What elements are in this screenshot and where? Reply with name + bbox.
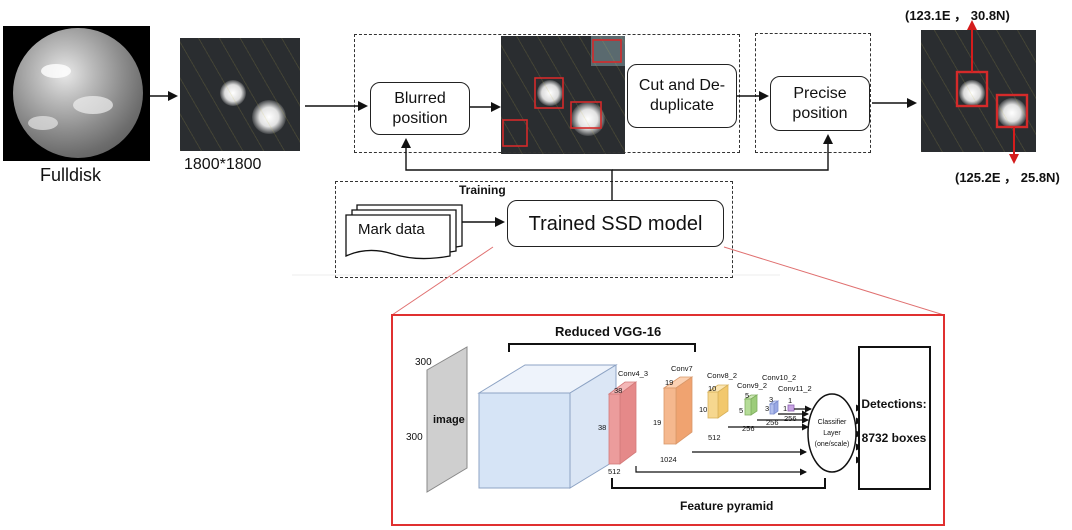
satellite-crop-image (180, 38, 300, 151)
classifier-line1: Classifier (818, 419, 847, 426)
conv-layer-labels: Conv4_3 38 38 512 Conv7 19 19 1024 Conv8… (598, 364, 812, 476)
conv10-2-name: Conv10_2 (762, 373, 796, 382)
conv8-2-side: 10 (699, 405, 707, 414)
conv8-2-depth: 512 (708, 433, 721, 442)
size-label: 1800*1800 (184, 156, 262, 173)
training-label: Training (459, 183, 506, 197)
coord-bottom-label: (125.2E ， 25.8N) (955, 170, 1060, 185)
conv7-block (662, 376, 694, 445)
vgg-bracket (508, 343, 696, 352)
feature-pyramid-bracket (611, 478, 826, 489)
classifier-text: Classifier Layer (one/scale) (815, 419, 850, 448)
cut-deduplicate-box: Cut and De-duplicate (627, 64, 737, 128)
zoom-line-left (391, 246, 494, 316)
conv9-2-name: Conv9_2 (737, 381, 767, 390)
conv9-2-depth: 256 (742, 424, 755, 433)
feature-pyramid-label: Feature pyramid (680, 499, 773, 513)
image-size-left: 300 (406, 432, 423, 443)
conv7-depth: 1024 (660, 455, 677, 464)
blurred-position-box: Blurred position (370, 82, 470, 135)
conv9-2-block (743, 394, 759, 416)
training-group (335, 181, 733, 278)
conv11-2-depth: 256 (784, 414, 797, 423)
conv10-2-block (768, 400, 780, 415)
conv11-2-top: 1 (788, 396, 792, 405)
vgg-label: Reduced VGG-16 (555, 324, 661, 339)
vgg-cube (477, 364, 618, 489)
detections-box (858, 346, 931, 490)
conv8-2-block (706, 384, 730, 419)
conv11-2-side: 1 (783, 404, 787, 413)
conv10-2-top: 3 (769, 395, 773, 404)
precise-position-box: Precise position (770, 76, 870, 131)
mark-data-document-icon (345, 204, 463, 260)
conv8-2-top: 10 (708, 384, 716, 393)
detections-title: Detections: (861, 397, 926, 411)
conv11-2-block (787, 404, 795, 412)
final-result-image (921, 30, 1036, 152)
conv7-name: Conv7 (671, 364, 693, 373)
conv8-2-name: Conv8_2 (707, 371, 737, 380)
conv4-3-name: Conv4_3 (618, 369, 648, 378)
detection-highlights (502, 39, 1029, 147)
blurred-detection-group (354, 34, 740, 153)
image-label: image (433, 414, 465, 426)
cut-deduplicate-label: Cut and De-duplicate (638, 77, 726, 114)
conv10-2-depth: 256 (766, 418, 779, 427)
mark-data-label: Mark data (358, 221, 425, 238)
conv9-2-side: 5 (739, 406, 743, 415)
detections-count: 8732 boxes (862, 431, 927, 445)
blurred-position-label: Blurred position (392, 89, 448, 127)
trained-ssd-model-box: Trained SSD model (507, 200, 724, 247)
conv4-3-block (607, 381, 638, 465)
image-size-top: 300 (415, 357, 432, 368)
conv7-side: 19 (653, 418, 661, 427)
conv11-2-name: Conv11_2 (778, 384, 812, 393)
conv7-top: 19 (665, 378, 673, 387)
conv9-2-top: 5 (745, 391, 749, 400)
arrow-model-to-precise (612, 134, 833, 171)
zoom-line-right (723, 246, 945, 316)
precise-group (755, 33, 871, 153)
conv4-3-top: 38 (614, 386, 622, 395)
trained-ssd-model-label: Trained SSD model (528, 212, 703, 235)
classifier-line2: Layer (823, 430, 841, 437)
conv10-2-side: 3 (765, 404, 769, 413)
arrow-model-to-blurred (401, 138, 613, 200)
precise-position-label: Precise position (792, 84, 848, 122)
conv4-3-depth: 512 (608, 467, 621, 476)
conv4-3-side: 38 (598, 423, 606, 432)
input-image-slab (426, 346, 468, 493)
classifier-line3: (one/scale) (815, 441, 850, 448)
classifier-connections (635, 405, 812, 476)
detection-image (501, 36, 625, 154)
fulldisk-label: Fulldisk (40, 165, 102, 185)
coord-top-label: (123.1E ， 30.8N) (905, 8, 1010, 23)
fulldisk-image (3, 26, 150, 161)
